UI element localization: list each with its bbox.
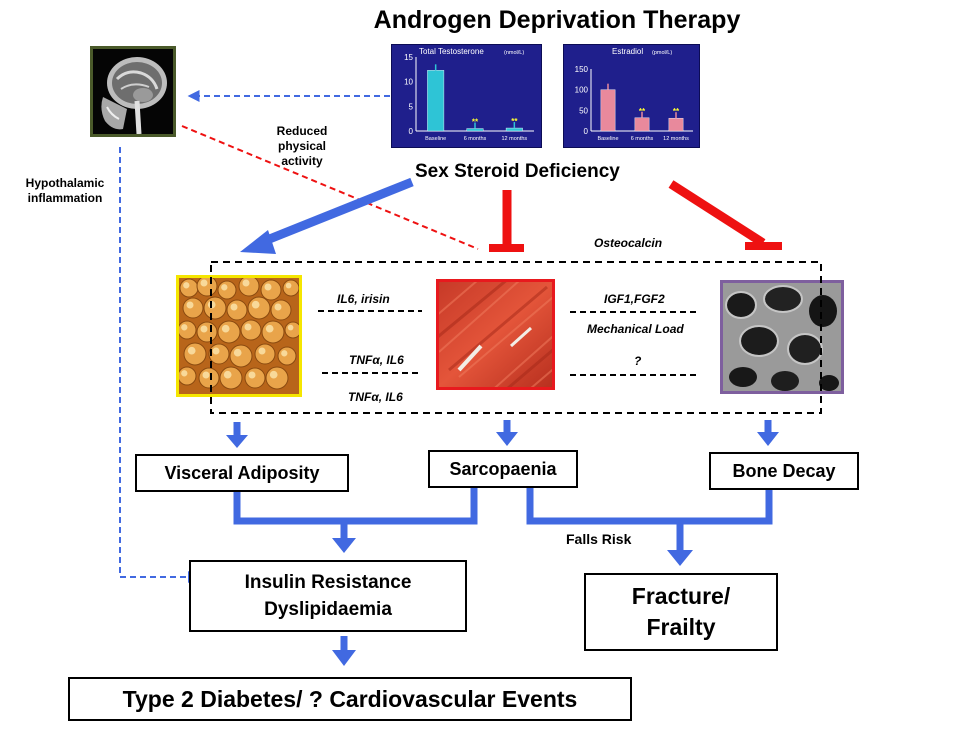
arrowhead-to-adipose [240,230,276,254]
estradiol-bar [600,89,616,132]
adipocyte-highlight [258,347,266,355]
hypothalamic-label: Hypothalamic inflammation [10,176,120,206]
t2d-cardiovascular-box: Type 2 Diabetes/ ? Cardiovascular Events [68,677,632,721]
adipocyte-highlight [285,282,292,289]
tissue-crosstalk-box [210,261,822,414]
testosterone-category-label: Baseline [425,136,446,142]
arrow-muscle-down [496,420,518,446]
adipocyte-highlight [248,371,256,379]
adipocyte-highlight [212,347,220,355]
adipocyte-highlight [287,324,294,331]
il6-irisin-label: IL6, irisin [337,292,390,306]
arrow-adipose-down [226,422,248,448]
estradiol-chart-title: Estradiol [612,47,643,56]
testosterone-significance-label: ** [472,118,479,127]
unknown-factor-label: ? [634,354,642,368]
testosterone-ytick-label: 5 [409,102,414,111]
estradiol-ytick-label: 100 [575,86,589,95]
estradiol-category-label: 6 months [631,136,654,142]
reduced-activity-line-2: physical [277,139,327,153]
hypothalamic-line-1: Hypothalamic [25,176,105,190]
estradiol-ytick-label: 0 [584,127,589,136]
testosterone-ytick-label: 10 [404,78,413,87]
adipocyte-highlight [264,283,272,291]
adipocyte-highlight [233,348,242,357]
osteocalcin-label: Osteocalcin [594,236,663,250]
estradiol-significance-label: ** [673,107,680,116]
estradiol-significance-label: ** [639,107,646,116]
adipose-tissue-image [176,275,302,397]
adipocyte-highlight [181,324,188,331]
adipocyte-highlight [181,370,188,377]
estradiol-ytick-label: 150 [575,65,589,74]
tnf-il6-label-lower: TNFα, IL6 [348,390,403,404]
sarcopaenia-box: Sarcopaenia [428,450,578,488]
adipocyte-highlight [183,282,190,289]
hypothalamic-line-2: inflammation [27,191,103,205]
diagram-title: Androgen Deprivation Therapy [373,6,741,34]
inhibit-line-bone [668,180,766,247]
adipocyte-highlight [242,279,250,287]
adipocyte-highlight [230,303,238,311]
testosterone-bar [505,127,523,132]
adipocyte-highlight [202,371,210,379]
insulin-resistance-box: Insulin Resistance Dyslipidaemia [189,560,467,632]
arrow-bone-down [757,420,779,446]
insulin-resistance-text: Insulin Resistance [244,572,412,593]
mechanical-load-label: Mechanical Load [587,322,684,336]
arrow-sex-steroid-to-adipose [260,177,414,247]
estradiol-chart-unit: (pmol/L) [652,50,672,56]
testosterone-ytick-label: 0 [409,127,414,136]
bone-decay-box: Bone Decay [709,452,859,490]
visceral-adiposity-box: Visceral Adiposity [135,454,349,492]
dashed-red-reduced-activity [181,125,479,250]
adipocyte-highlight [200,325,208,333]
adipocyte-highlight [269,370,278,379]
brain-mri-image [90,46,176,137]
arrowhead-to-t2d [332,650,356,666]
adipocyte-highlight [187,346,196,355]
arrowhead-to-insulin [332,538,356,553]
connector-adiposity-sarcopaenia-merge [233,486,478,525]
reduced-activity-line-1: Reduced [276,124,328,138]
tnf-il6-label-upper: TNFα, IL6 [349,353,404,367]
dyslipidaemia-text: Dyslipidaemia [264,599,392,620]
adipocyte-highlight [251,300,260,309]
connector-sarcopaenia-bone-merge [526,487,773,525]
reduced-activity-label: Reduced physical activity [262,124,342,169]
testosterone-category-label: 12 months [501,136,527,142]
sex-steroid-label: Sex Steroid Deficiency [415,161,620,182]
adipocyte-highlight [274,303,282,311]
testosterone-chart-unit: (nmol/L) [504,50,524,56]
estradiol-category-label: 12 months [663,136,689,142]
testosterone-category-label: 6 months [464,136,487,142]
fracture-frailty-box: Fracture/ Frailty [584,573,778,651]
igf-fgf-label: IGF1,FGF2 [604,292,665,306]
estradiol-ytick-label: 50 [579,106,588,115]
adipocyte-highlight [221,324,230,333]
frailty-text: Frailty [646,614,716,640]
adipocyte-highlight [221,284,228,291]
adipocyte-highlight [281,350,288,357]
arrowhead-to-fracture [667,550,693,566]
testosterone-chart-svg: Total Testosterone (nmol/L) 0 5 10 15Baseli… [404,47,534,142]
adipocyte-highlight [200,279,208,287]
falls-risk-label: Falls Risk [566,531,632,547]
adipocyte-highlight [244,323,252,331]
adipocyte-highlight [186,301,194,309]
reduced-activity-line-3: activity [281,154,323,168]
testosterone-ytick-label: 15 [404,53,413,62]
muscle-tissue-image [436,279,555,390]
testosterone-significance-label: ** [511,117,518,126]
adipocyte-highlight [265,324,274,333]
dashed-arrow-hypothalamic-to-insulin [119,147,188,578]
estradiol-category-label: Baseline [597,136,618,142]
testosterone-chart-title: Total Testosterone [419,47,484,56]
fracture-text: Fracture/ [631,583,731,609]
adipocyte-highlight [223,370,232,379]
